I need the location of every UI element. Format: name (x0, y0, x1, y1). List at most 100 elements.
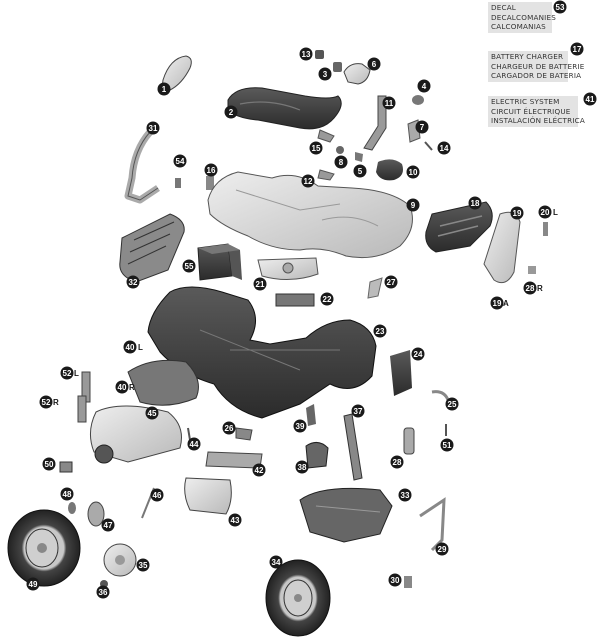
callout-badge: 10 (406, 165, 420, 179)
part-shocks (77, 371, 91, 423)
callout-badge: 9 (406, 198, 420, 212)
callout-badge: 30 (388, 573, 402, 587)
legend-decal-line: DECAL (491, 3, 517, 12)
callout-badge: 1 (157, 82, 171, 96)
svg-text:38: 38 (298, 463, 307, 472)
svg-text:54: 54 (176, 157, 185, 166)
svg-text:12: 12 (304, 177, 313, 186)
part-hubcap (103, 543, 137, 577)
svg-text:49: 49 (29, 580, 38, 589)
legend-badge-decal: 53 (553, 0, 567, 14)
legend-electric-system: ELECTRIC SYSTEM CIRCUIT ÉLECTRIQUE INSTA… (488, 96, 585, 127)
part-gearbox (127, 359, 199, 406)
svg-text:34: 34 (272, 558, 281, 567)
callout-badge: 37 (351, 404, 365, 418)
svg-text:26: 26 (225, 424, 234, 433)
part-clips (175, 176, 214, 190)
callout-badge: 22 (320, 292, 334, 306)
callout-badge: 4 (417, 79, 431, 93)
part-front-wheel (265, 559, 331, 637)
legend-battery-charger-line: CHARGEUR DE BATTERIE (491, 61, 585, 71)
callout-badge: 31 (146, 121, 160, 135)
callout-badge: 49 (26, 577, 40, 591)
part-washer (68, 502, 76, 514)
callout-suffixes: L R A L R L R (53, 208, 558, 407)
suffix-52R: R (53, 398, 59, 407)
callout-badge: 55 (182, 259, 196, 273)
callout-badge: 54 (173, 154, 187, 168)
callout-badge: 6 (367, 57, 381, 71)
callout-badge: 36 (96, 585, 110, 599)
part-pedal-bracket (184, 477, 232, 515)
callout-badge: 2 (224, 105, 238, 119)
legend-decal: DECAL DECALCOMANIES CALCOMANIAS (488, 2, 557, 33)
part-fuse (403, 427, 415, 455)
callout-badge: 52 (60, 366, 74, 380)
callout-badge: 40 (123, 340, 137, 354)
svg-text:11: 11 (385, 99, 394, 108)
svg-text:16: 16 (207, 166, 216, 175)
callout-badge: 44 (187, 437, 201, 451)
callout-badge: 26 (222, 421, 236, 435)
svg-text:25: 25 (448, 400, 457, 409)
suffix-52L: L (74, 369, 79, 378)
svg-text:2: 2 (229, 108, 234, 117)
callout-badge: 24 (411, 347, 425, 361)
callout-badge: 46 (150, 488, 164, 502)
callout-badge: 13 (299, 47, 313, 61)
part-battery (197, 243, 242, 281)
svg-text:29: 29 (438, 545, 447, 554)
part-mud-guard (390, 350, 412, 396)
callout-badge: 38 (295, 460, 309, 474)
svg-text:14: 14 (440, 144, 449, 153)
svg-text:3: 3 (323, 70, 328, 79)
legend-decal-line: DECALCOMANIES (491, 12, 557, 22)
svg-text:32: 32 (129, 278, 138, 287)
part-latch (235, 427, 253, 441)
part-handlebar (124, 129, 160, 204)
svg-text:27: 27 (387, 278, 396, 287)
part-motor (305, 442, 329, 469)
callout-badge: 40 (115, 380, 129, 394)
part-headlight-panel (483, 211, 521, 284)
svg-text:42: 42 (255, 466, 264, 475)
callout-badge: 11 (382, 96, 396, 110)
callout-badge: 33 (398, 488, 412, 502)
part-bracket-small (404, 576, 412, 588)
svg-text:43: 43 (231, 516, 240, 525)
svg-text:19: 19 (513, 209, 522, 218)
callout-badge: 19 (490, 296, 504, 310)
svg-text:53: 53 (556, 3, 565, 12)
part-hub (87, 501, 105, 527)
svg-text:9: 9 (411, 201, 416, 210)
callout-badge: 20 (538, 205, 552, 219)
callout-badge: 27 (384, 275, 398, 289)
part-bolt (187, 427, 191, 441)
svg-text:51: 51 (443, 441, 452, 450)
callout-badge: 48 (60, 487, 74, 501)
callout-badge: 25 (445, 397, 459, 411)
callout-badge: 39 (293, 419, 307, 433)
svg-text:5: 5 (358, 167, 363, 176)
callout-badge: 21 (253, 277, 267, 291)
svg-text:20: 20 (541, 208, 550, 217)
callout-badge: 16 (204, 163, 218, 177)
svg-text:24: 24 (414, 350, 423, 359)
svg-text:4: 4 (422, 82, 427, 91)
part-tie-rod (419, 497, 446, 552)
legend-electric-system-line: CIRCUIT ÉLECTRIQUE (491, 106, 571, 116)
svg-text:33: 33 (401, 491, 410, 500)
callout-badge: 12 (301, 174, 315, 188)
svg-text:35: 35 (139, 561, 148, 570)
part-connector (59, 461, 73, 473)
callout-badge: 51 (440, 438, 454, 452)
svg-text:8: 8 (339, 158, 344, 167)
svg-text:23: 23 (376, 327, 385, 336)
legend-badge-battery-charger: 17 (570, 42, 584, 56)
svg-text:50: 50 (45, 460, 54, 469)
svg-text:41: 41 (586, 95, 595, 104)
callout-badge: 15 (309, 141, 323, 155)
svg-text:45: 45 (148, 409, 157, 418)
part-steering-column (363, 95, 387, 151)
